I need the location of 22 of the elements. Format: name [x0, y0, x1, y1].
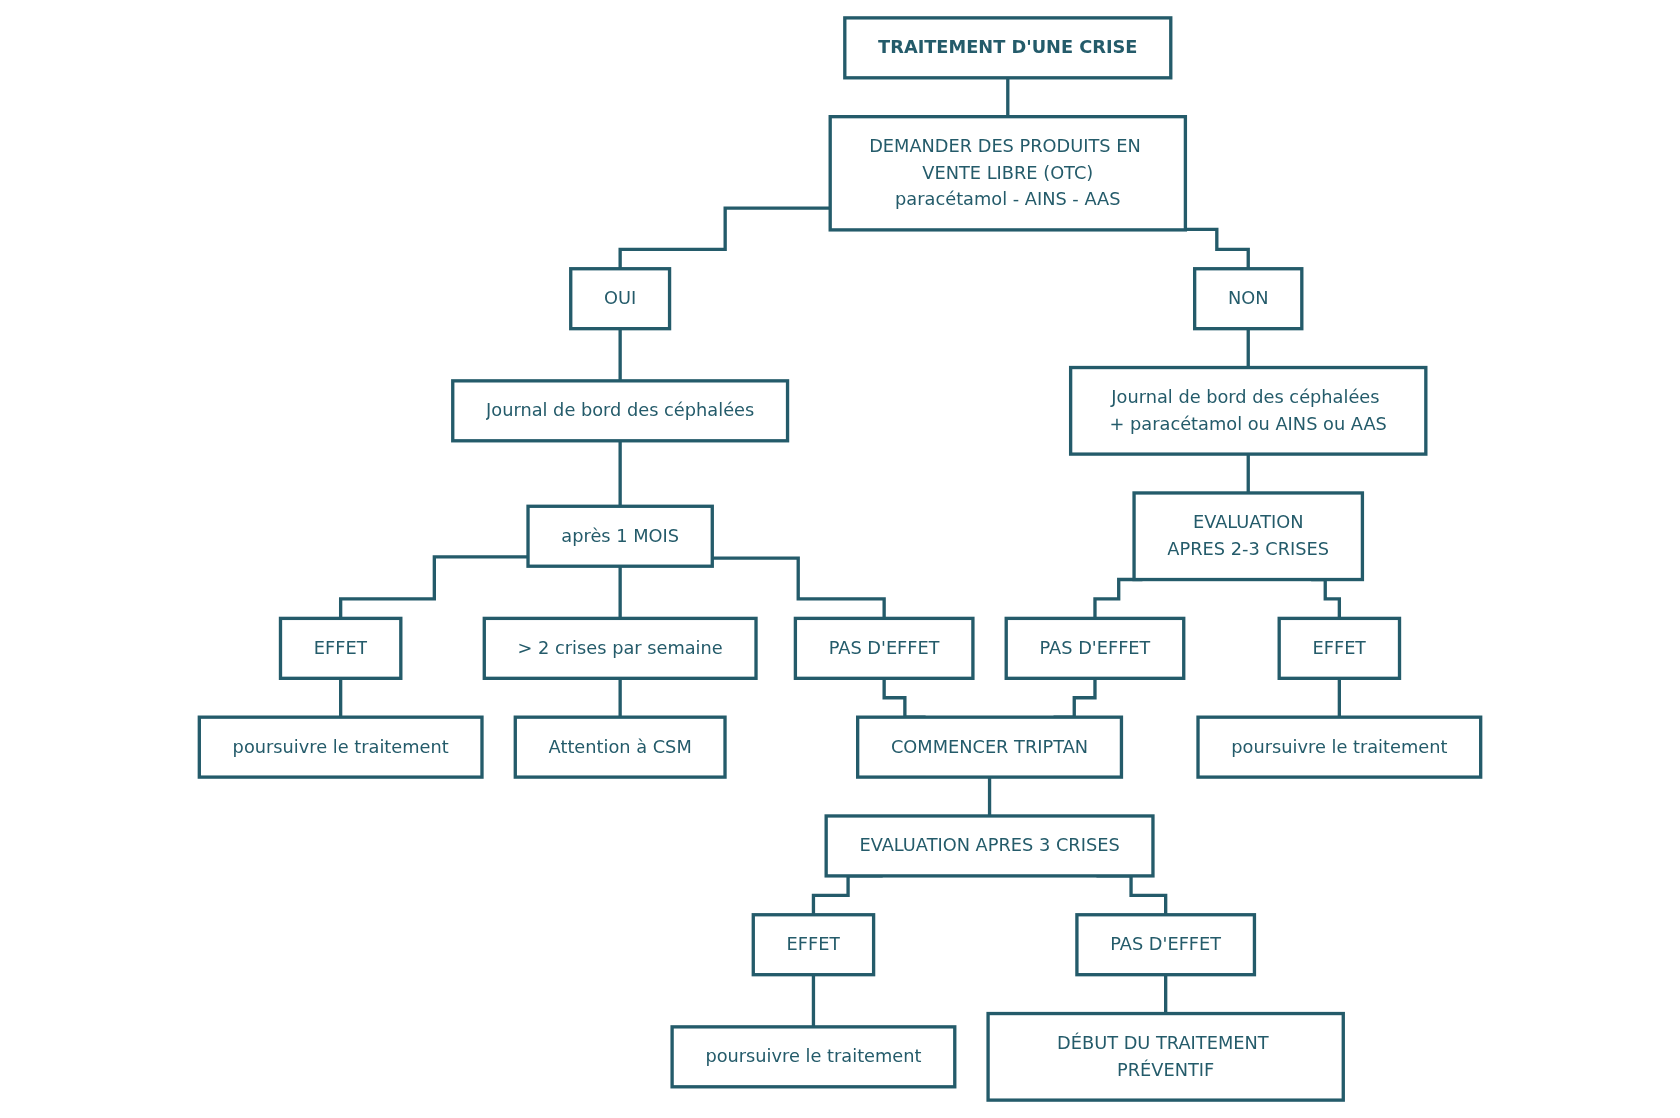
node-box: poursuivre le traitement: [197, 715, 484, 779]
node-box: Journal de bord des céphalées + paracétamol ou AINS ou AAS: [1068, 365, 1428, 456]
node-box: poursuivre le traitement: [1196, 715, 1483, 779]
node-box: PAS D'EFFET: [1075, 913, 1257, 977]
node-box: Attention à CSM: [513, 715, 727, 779]
node-box: NON: [1193, 267, 1304, 331]
node-box: EVALUATION APRES 2-3 CRISES: [1132, 491, 1365, 582]
node-box: DEMANDER DES PRODUITS EN VENTE LIBRE (OTC) paracétamol - AINS - AAS: [828, 115, 1188, 232]
node-box: TRAITEMENT D'UNE CRISE: [843, 16, 1173, 80]
node-box: après 1 MOIS: [526, 504, 714, 568]
node-box: PAS D'EFFET: [1004, 616, 1186, 680]
node-box: EFFET: [1277, 616, 1402, 680]
node-box: poursuivre le traitement: [670, 1025, 957, 1089]
node-box: COMMENCER TRIPTAN: [856, 715, 1124, 779]
node-box: > 2 crises par semaine: [482, 616, 758, 680]
node-box: OUI: [569, 267, 672, 331]
node-box: EFFET: [751, 913, 876, 977]
node-box: Journal de bord des céphalées: [451, 379, 790, 443]
node-box: EFFET: [278, 616, 403, 680]
node-box: DÉBUT DU TRAITEMENT PRÉVENTIF: [986, 1011, 1345, 1102]
node-box: EVALUATION APRES 3 CRISES: [824, 814, 1155, 878]
node-box: PAS D'EFFET: [793, 616, 975, 680]
